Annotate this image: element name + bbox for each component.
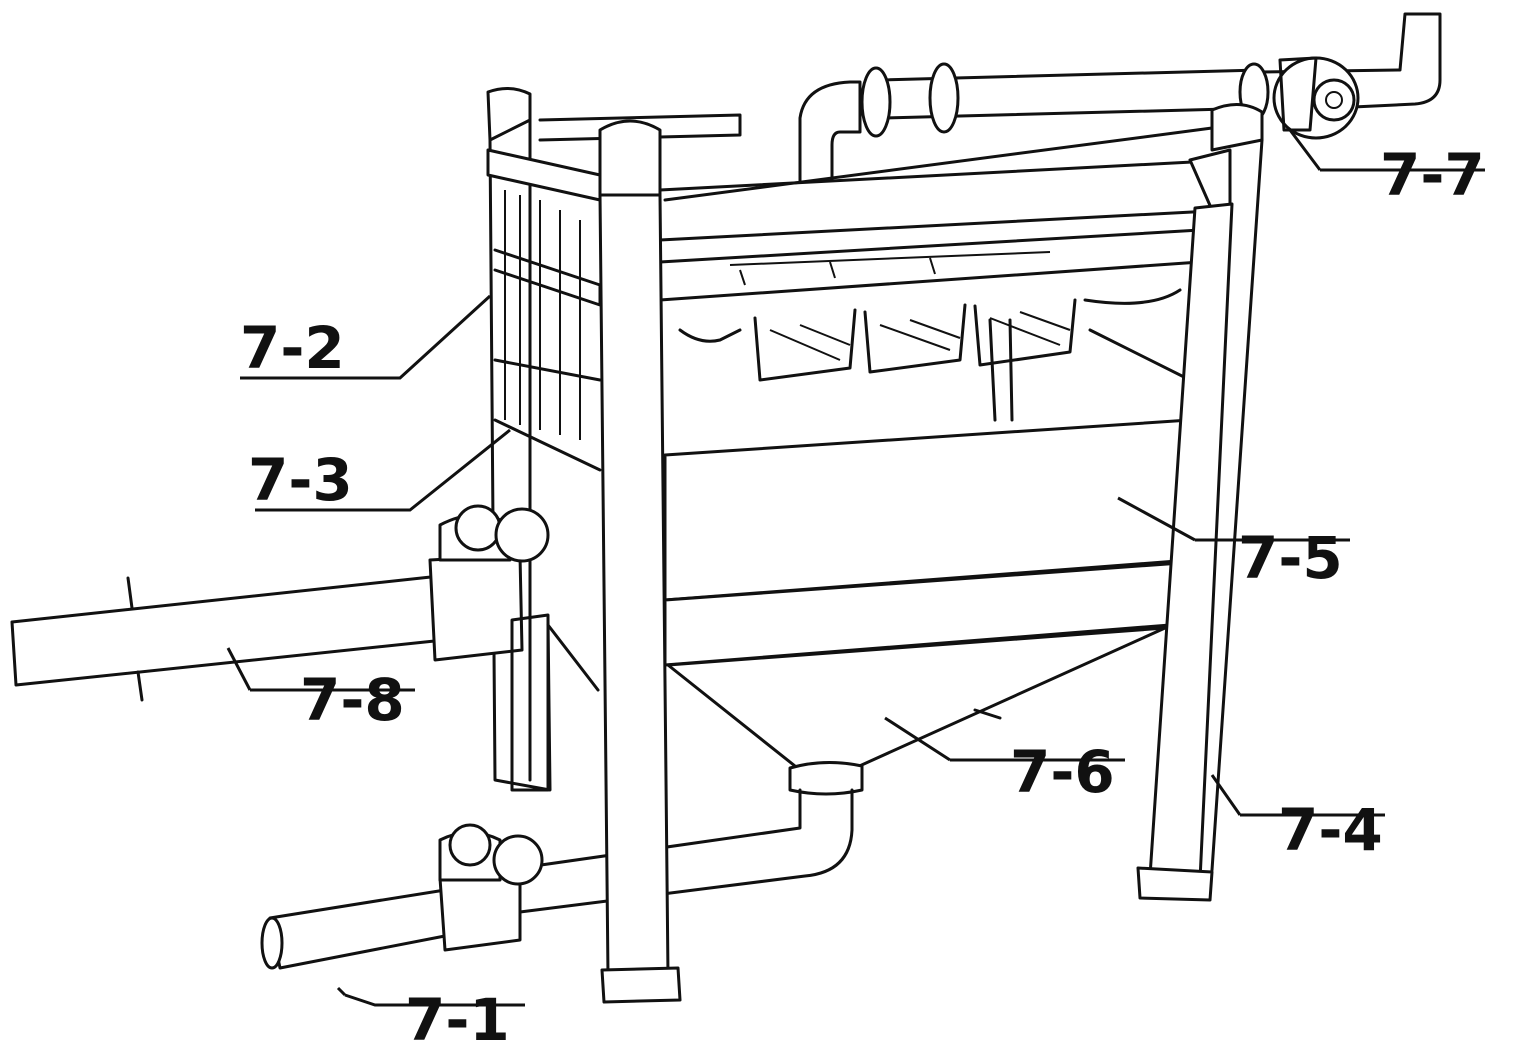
label-7-2: 7-2 [240,314,345,382]
front-left-post [598,119,682,1004]
frame [486,87,1264,872]
label-7-8: 7-8 [300,666,405,734]
top-pump-7-7 [1272,56,1360,140]
label-7-3: 7-3 [248,446,353,514]
label-7-5: 7-5 [1238,524,1343,592]
tank-body [663,418,1197,796]
front-right-post [1136,148,1234,902]
left-pipe [10,504,600,792]
leader-lines [226,129,1485,1007]
labels: 7-1 7-2 7-3 7-4 7-5 7-6 7-7 7-8 [240,141,1485,1054]
label-7-1: 7-1 [405,986,510,1054]
label-7-4: 7-4 [1278,796,1383,864]
label-7-7: 7-7 [1380,141,1485,209]
screen-baskets [678,251,1192,422]
bottom-pipe [260,788,854,970]
label-7-6: 7-6 [1010,738,1115,806]
